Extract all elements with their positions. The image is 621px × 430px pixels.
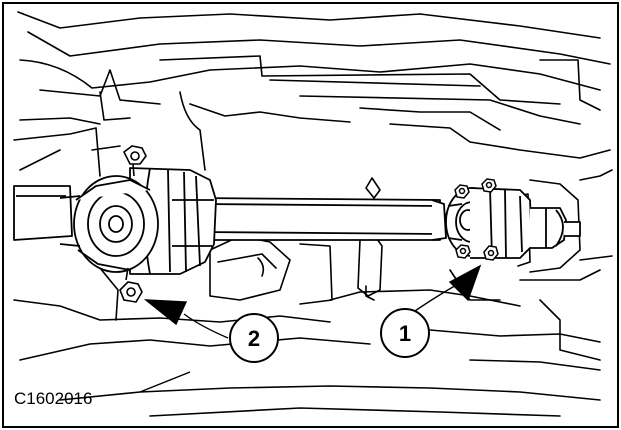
arrow-2: [143, 299, 229, 339]
left-lower-bolt: [119, 267, 143, 303]
left-upper-bolt: [122, 145, 147, 177]
left-flex-coupling: [59, 167, 217, 275]
callout-2-label: 2: [248, 326, 260, 351]
right-upper-bolt: [454, 184, 470, 199]
callout-1: 1: [380, 308, 430, 358]
figure-code: C1602016: [14, 389, 92, 408]
right-bottom-bolt: [455, 244, 471, 259]
callout-2: 2: [229, 313, 279, 363]
callout-1-label: 1: [399, 321, 411, 346]
right-flange-bolts: [454, 178, 499, 261]
callout-arrows: [143, 264, 482, 339]
right-top-bolt: [481, 178, 497, 193]
figure-code-leader: [139, 371, 191, 393]
left-flange-bolts: [119, 145, 147, 303]
right-lower-bolt: [483, 245, 499, 261]
right-flex-coupling: [445, 187, 581, 259]
